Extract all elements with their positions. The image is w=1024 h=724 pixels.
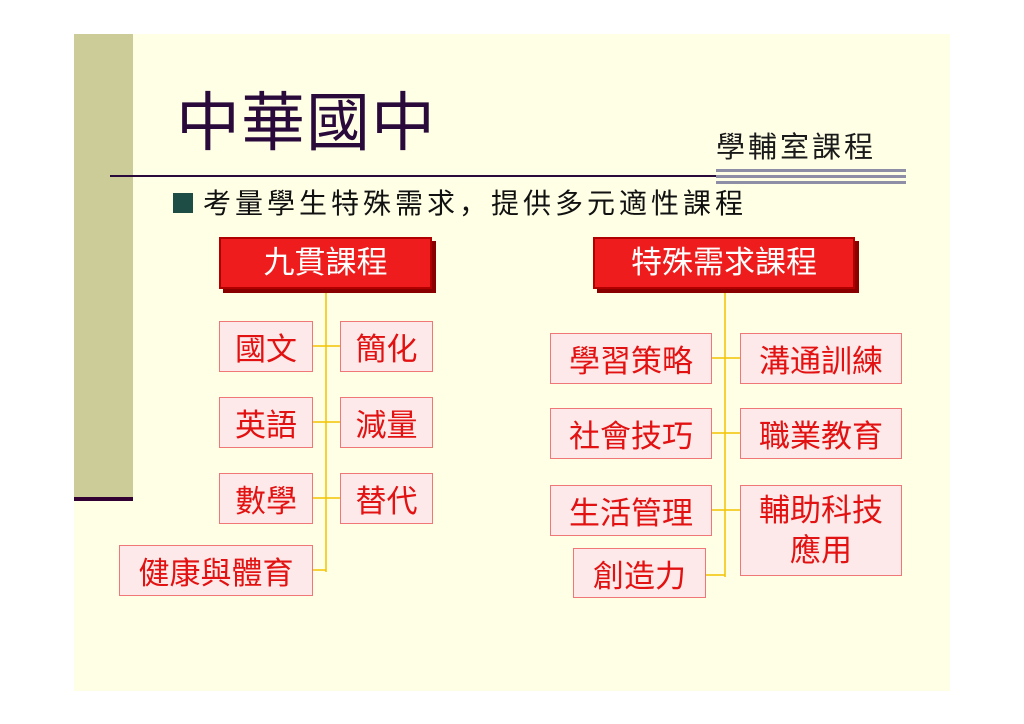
item-communication-training: 溝通訓練 — [740, 333, 902, 384]
bullet-square-icon — [173, 193, 193, 213]
header-nine-year-curriculum: 九貫課程 — [219, 237, 432, 289]
item-vocational-education: 職業教育 — [740, 408, 902, 459]
title-divider — [110, 175, 906, 177]
side-accent-bar — [74, 34, 133, 500]
item-simplify: 簡化 — [340, 321, 433, 372]
item-reduce: 減量 — [340, 397, 433, 448]
slide-subtitle: 學輔室課程 — [716, 130, 877, 164]
item-assistive-technology: 輔助科技 應用 — [740, 485, 902, 576]
item-learning-strategies: 學習策略 — [550, 333, 712, 384]
item-health-pe: 健康與體育 — [119, 545, 313, 596]
item-creativity: 創造力 — [573, 548, 706, 598]
slide-title: 中華國中 — [176, 87, 436, 161]
header-special-needs-curriculum: 特殊需求課程 — [593, 237, 855, 289]
item-assistive-technology-line1: 輔助科技 — [759, 492, 883, 529]
item-substitute: 替代 — [340, 473, 433, 524]
item-english: 英語 — [219, 397, 313, 448]
item-math: 數學 — [219, 473, 313, 524]
side-accent-bar-underline — [74, 497, 133, 501]
bullet-text: 考量學生特殊需求，提供多元適性課程 — [203, 187, 748, 220]
item-social-skills: 社會技巧 — [550, 408, 712, 459]
item-chinese: 國文 — [219, 321, 313, 372]
title-divider-accent — [716, 169, 906, 187]
item-life-management: 生活管理 — [550, 485, 712, 536]
item-assistive-technology-line2: 應用 — [790, 532, 852, 569]
